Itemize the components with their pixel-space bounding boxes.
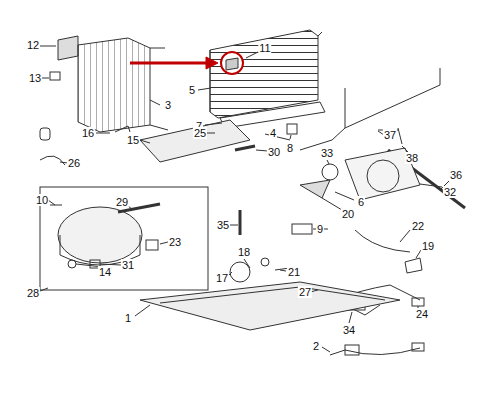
callout-number: 8	[286, 142, 294, 154]
callout-number: 17	[215, 272, 229, 284]
callout-number: 37	[383, 129, 397, 141]
callout-number: 30	[267, 146, 281, 158]
callout-number: 9	[316, 223, 324, 235]
callout-number: 19	[421, 240, 435, 252]
callout-number: 15	[126, 134, 140, 146]
callout-number: 6	[357, 196, 365, 208]
callout-number: 33	[320, 147, 334, 159]
callout-number: 1	[124, 312, 132, 324]
callout-number: 22	[411, 220, 425, 232]
callout-number: 27	[298, 286, 312, 298]
callout-number: 23	[168, 236, 182, 248]
callout-number: 20	[341, 208, 355, 220]
callout-number: 13	[28, 72, 42, 84]
callout-number: 24	[415, 308, 429, 320]
callout-number: 31	[121, 259, 135, 271]
callout-number: 21	[287, 266, 301, 278]
callout-number: 25	[193, 127, 207, 139]
callout-number: 2	[312, 340, 320, 352]
callout-number: 29	[115, 196, 129, 208]
callout-number: 14	[98, 266, 112, 278]
callout-number: 32	[443, 186, 457, 198]
callout-number: 10	[35, 194, 49, 206]
callout-number: 16	[81, 127, 95, 139]
callout-number: 5	[188, 84, 196, 96]
callout-number: 36	[449, 169, 463, 181]
callout-number: 26	[67, 157, 81, 169]
callout-number: 18	[237, 246, 251, 258]
callout-number: 12	[26, 39, 40, 51]
callout-number: 34	[342, 324, 356, 336]
callout-number: 11	[258, 42, 271, 54]
callout-number: 28	[26, 287, 40, 299]
callout-number: 35	[216, 219, 230, 231]
callout-number: 4	[269, 127, 277, 139]
callout-number: 3	[164, 99, 172, 111]
callout-number: 38	[405, 152, 419, 164]
